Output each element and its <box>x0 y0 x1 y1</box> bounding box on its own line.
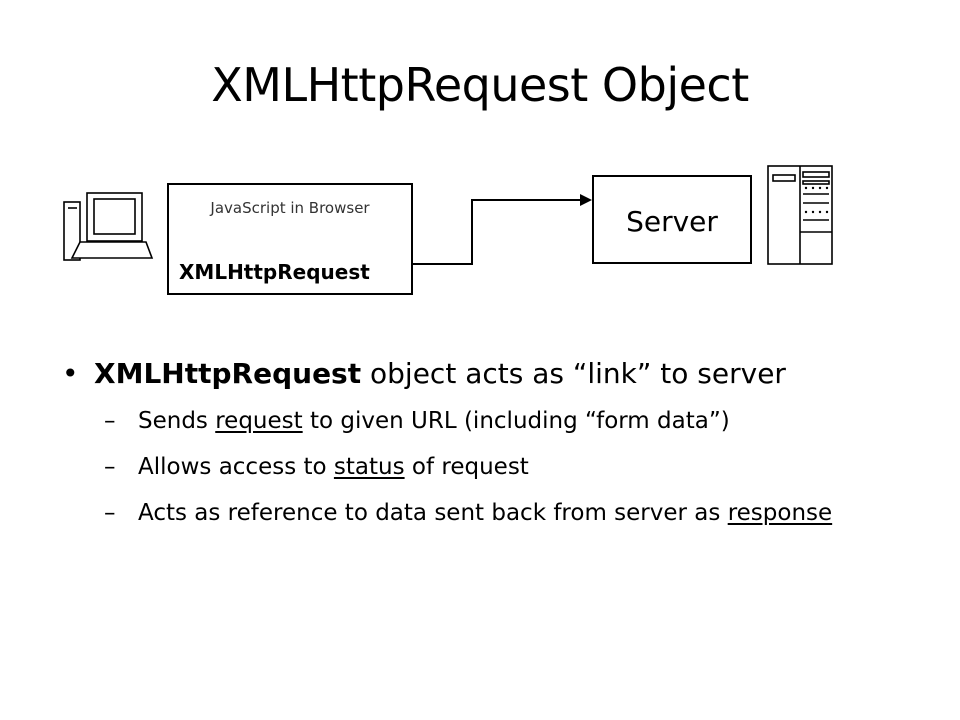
sub-bullet-text: Acts as reference to data sent back from… <box>138 499 942 529</box>
diagram-connectors <box>63 165 833 265</box>
sub-bullet-underlined: response <box>727 499 833 526</box>
sub-bullet-before: Acts as reference to data sent back from… <box>138 499 728 526</box>
sub-bullet-underlined: request <box>215 408 303 434</box>
xmlhttprequest-label: XMLHttpRequest <box>179 260 370 284</box>
sub-bullet: – Acts as reference to data sent back fr… <box>104 499 942 529</box>
server-tower-icon <box>767 165 833 265</box>
sub-bullet-before: Sends <box>138 408 216 434</box>
server-label: Server <box>626 205 718 238</box>
server-box: Server <box>592 175 752 264</box>
request-arrow <box>410 194 592 265</box>
slide-title: XMLHttpRequest Object <box>211 58 749 112</box>
sub-bullet-marker: – <box>104 499 116 526</box>
sub-bullet-underlined: status <box>333 453 405 480</box>
main-bullet-rest: object acts as “link” to server <box>361 357 786 390</box>
desktop-computer-icon <box>63 192 154 261</box>
sub-bullet-text: Sends request to given URL (including “f… <box>138 407 942 437</box>
sub-bullet-after: to given URL (including “form data”) <box>302 408 730 434</box>
sub-bullet-marker: – <box>104 453 116 480</box>
bullet-list: • XMLHttpRequest object acts as “link” t… <box>62 356 942 529</box>
main-bullet-text: XMLHttpRequest object acts as “link” to … <box>94 356 786 391</box>
sub-bullet: – Allows access to status of request <box>104 453 942 483</box>
main-bullet: • XMLHttpRequest object acts as “link” t… <box>62 356 942 391</box>
sub-bullet-text: Allows access to status of request <box>138 453 942 483</box>
bullet-marker: • <box>62 357 79 390</box>
sub-bullet-marker: – <box>104 408 116 434</box>
browser-caption: JavaScript in Browser <box>210 199 370 217</box>
sub-bullet: – Sends request to given URL (including … <box>104 407 942 437</box>
browser-box: JavaScript in Browser XMLHttpRequest <box>167 183 413 295</box>
sub-bullet-after: of request <box>404 453 529 480</box>
sub-bullet-before: Allows access to <box>138 453 334 480</box>
main-bullet-strong: XMLHttpRequest <box>94 357 362 390</box>
